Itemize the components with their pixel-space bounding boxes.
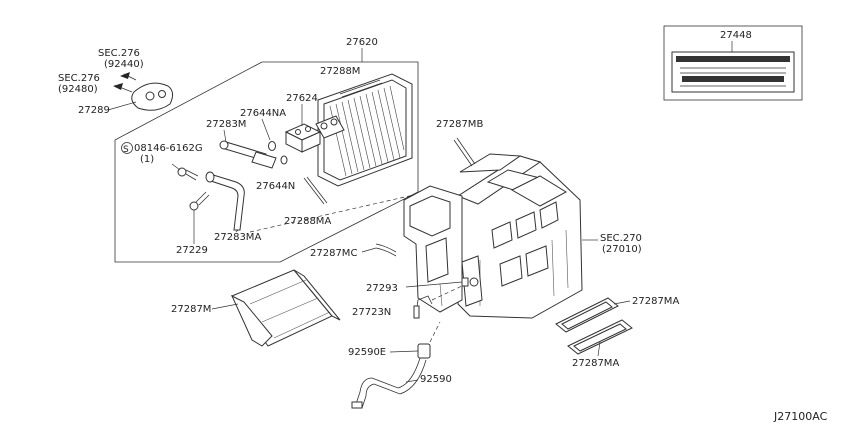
fitting-92590E bbox=[417, 343, 431, 359]
warning-label-27448 bbox=[671, 51, 795, 93]
label-27288MA: 27288MA bbox=[284, 216, 331, 227]
seal-strip-27287MB bbox=[453, 137, 476, 167]
label-27287M: 27287M bbox=[171, 304, 211, 315]
o-ring-27644NA bbox=[268, 141, 276, 151]
label-bolt-symbol: S bbox=[123, 145, 129, 155]
heater-unit-housing bbox=[403, 153, 583, 319]
label-27287MA-bottom: 27287MA bbox=[572, 358, 619, 369]
evaporator-group-frame bbox=[114, 61, 419, 263]
pipe-27283M bbox=[219, 140, 277, 169]
seal-27287MC bbox=[375, 243, 397, 257]
label-bolt: 08146-6162G bbox=[134, 143, 203, 154]
seal-strip-27288M bbox=[339, 79, 383, 98]
label-27620: 27620 bbox=[346, 37, 378, 48]
insulator-27287M bbox=[230, 269, 341, 347]
label-27644NA: 27644NA bbox=[240, 108, 286, 119]
pipe-27283MA bbox=[205, 171, 245, 231]
sensor-27723N bbox=[413, 295, 433, 319]
bolt-08146-6162G bbox=[177, 167, 199, 181]
label-bolt-qty: (1) bbox=[140, 154, 154, 165]
label-sec276-92480-ref: (92480) bbox=[58, 84, 98, 95]
clip-27293 bbox=[461, 277, 469, 287]
drain-hose-92590 bbox=[351, 357, 427, 409]
label-27283MA: 27283MA bbox=[214, 232, 261, 243]
label-27448: 27448 bbox=[720, 30, 752, 41]
seal-strip-27288MA bbox=[303, 177, 325, 205]
screw-symbol-icon bbox=[121, 142, 133, 154]
label-sec276-92440-ref: (92440) bbox=[104, 59, 144, 70]
arrow-icon bbox=[113, 72, 137, 93]
label-92590: 92590 bbox=[420, 374, 452, 385]
label-27287MB: 27287MB bbox=[436, 119, 483, 130]
label-27624: 27624 bbox=[286, 93, 318, 104]
label-27229: 27229 bbox=[176, 245, 208, 256]
label-sec270: SEC.270 bbox=[600, 233, 642, 244]
label-27289: 27289 bbox=[78, 105, 110, 116]
label-sec276-92440: SEC.276 bbox=[98, 48, 140, 59]
grommet-27289 bbox=[131, 82, 174, 111]
label-27723N: 27723N bbox=[352, 307, 391, 318]
seal-frame-27287MA-bottom bbox=[567, 319, 633, 355]
label-27288M: 27288M bbox=[320, 66, 360, 77]
block-27624 bbox=[284, 123, 322, 153]
label-sec276-92480: SEC.276 bbox=[58, 73, 100, 84]
evaporator-core-27620 bbox=[315, 73, 413, 187]
diagram-code: J27100AC bbox=[773, 410, 828, 423]
bolt-27229 bbox=[189, 191, 210, 211]
label-sec270-ref: (27010) bbox=[602, 244, 642, 255]
label-27644N: 27644N bbox=[256, 181, 295, 192]
label-box-frame bbox=[663, 25, 803, 101]
label-27287MA-top: 27287MA bbox=[632, 296, 679, 307]
label-27293: 27293 bbox=[366, 283, 398, 294]
seal-frame-27287MA-top bbox=[555, 297, 619, 333]
label-27287MC: 27287MC bbox=[310, 248, 357, 259]
label-92590E: 92590E bbox=[348, 347, 386, 358]
label-27283M: 27283M bbox=[206, 119, 246, 130]
o-ring-27644N bbox=[280, 155, 288, 165]
